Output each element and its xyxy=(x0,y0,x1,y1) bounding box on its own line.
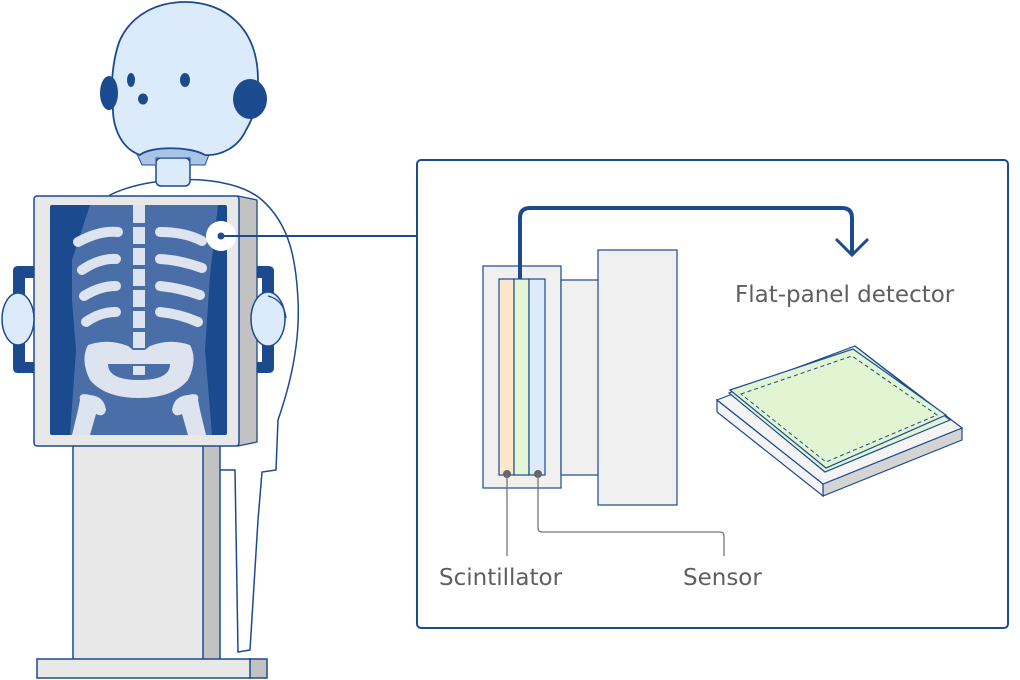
label-scintillator: Scintillator xyxy=(439,565,563,591)
left-hand xyxy=(1,292,35,346)
xray-stand xyxy=(36,442,268,679)
electronics-block xyxy=(597,249,678,506)
detector-cross-section xyxy=(482,249,678,506)
ribs xyxy=(73,226,207,327)
label-flat-panel-detector: Flat-panel detector xyxy=(735,282,955,308)
spine xyxy=(133,205,145,348)
coccyx xyxy=(133,366,145,375)
sensor-layer xyxy=(528,278,546,476)
right-femur xyxy=(172,394,206,435)
detail-box xyxy=(416,159,1009,629)
right-ear xyxy=(233,79,267,119)
callout-connector xyxy=(206,221,418,251)
panel-active-area xyxy=(739,355,939,463)
signal-arrow xyxy=(518,206,854,279)
scintillator-layer xyxy=(498,278,515,476)
right-hand xyxy=(250,291,286,347)
left-eye xyxy=(127,73,135,87)
leader-lines xyxy=(503,470,725,556)
connector-block xyxy=(560,279,600,476)
phosphor-layer xyxy=(513,278,530,476)
arrow-head-icon xyxy=(834,237,870,258)
stand-base xyxy=(36,658,251,679)
xray-detector-frame xyxy=(1,195,287,447)
flat-panel-illustration xyxy=(715,345,964,498)
label-sensor: Sensor xyxy=(683,565,762,591)
left-femur xyxy=(72,394,106,435)
stand-column-side xyxy=(201,442,221,661)
stand-column xyxy=(72,442,204,661)
right-thumb xyxy=(267,295,287,319)
panel-plate-top xyxy=(728,348,948,469)
right-eye xyxy=(180,73,190,87)
stand-base-side xyxy=(248,658,268,679)
nose xyxy=(138,93,148,105)
sensor-leader xyxy=(537,474,725,556)
patient-neck xyxy=(155,157,191,187)
left-ear xyxy=(100,76,118,110)
